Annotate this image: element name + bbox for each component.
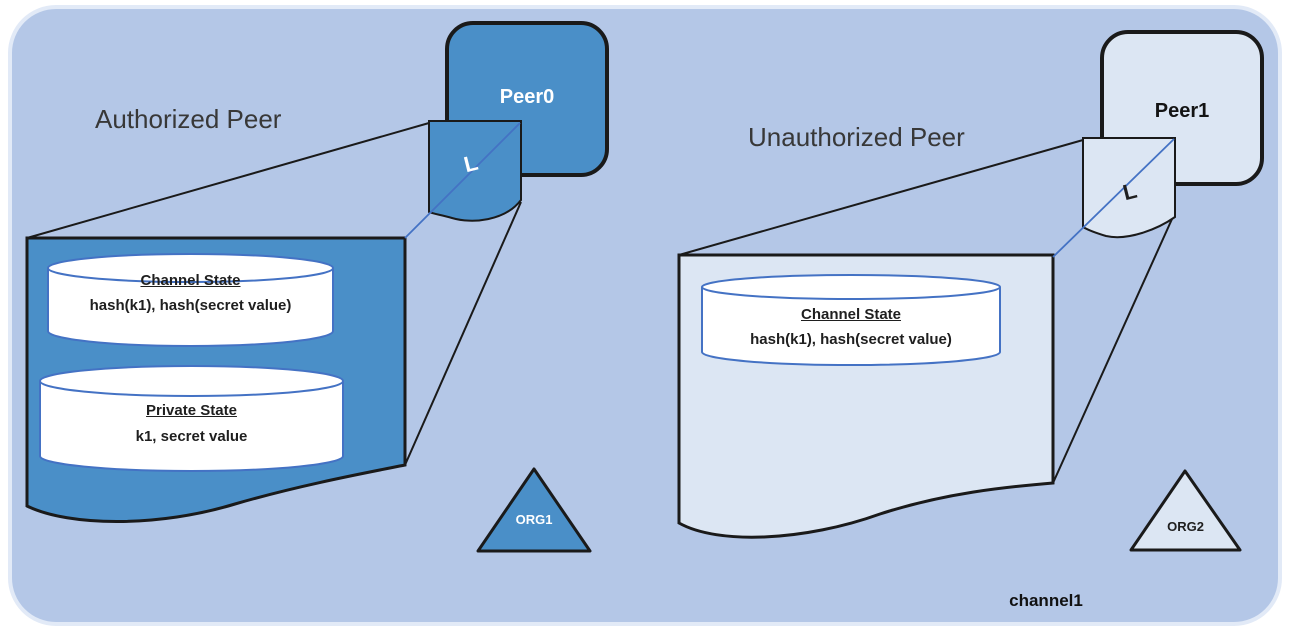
peer1-label: Peer1 — [1154, 100, 1210, 122]
zoom-diagonal-left — [404, 122, 521, 239]
magnifier-line-right-bottom — [1052, 218, 1173, 484]
private-state-db-body — [39, 381, 344, 472]
peer0-label: Peer0 — [499, 86, 555, 108]
org1-triangle — [476, 467, 592, 553]
authorized-peer-heading: Authorized Peer — [95, 104, 282, 134]
private-state-db-top — [39, 365, 344, 397]
private-state-title: Private State — [146, 402, 237, 419]
ledger-icon-right — [1082, 137, 1176, 239]
channel-state-right-title: Channel State — [800, 306, 902, 323]
channel-state-db-right-body — [701, 287, 1001, 366]
magnifier-line-right-top — [678, 139, 1084, 256]
org1-label: ORG1 — [515, 512, 553, 527]
org2-triangle — [1129, 469, 1242, 552]
magnifier-line-left-top — [26, 122, 430, 239]
channel-state-db-left-body — [47, 268, 334, 347]
channel-state-left-values: hash(k1), hash(secret value) — [89, 297, 292, 314]
channel-state-left-title: Channel State — [140, 272, 241, 289]
channel-state-db-left-top — [47, 253, 334, 283]
private-state-values: k1, secret value — [135, 428, 248, 445]
org2-label: ORG2 — [1167, 519, 1204, 534]
channel-label: channel1 — [1009, 591, 1083, 610]
channel-state-right-values: hash(k1), hash(secret value) — [750, 331, 952, 348]
magnifier-line-left-bottom — [404, 201, 522, 466]
unauthorized-peer-heading: Unauthorized Peer — [748, 122, 965, 152]
channel-state-db-right-top — [701, 274, 1001, 300]
zoom-diagonal-right — [1052, 138, 1175, 258]
